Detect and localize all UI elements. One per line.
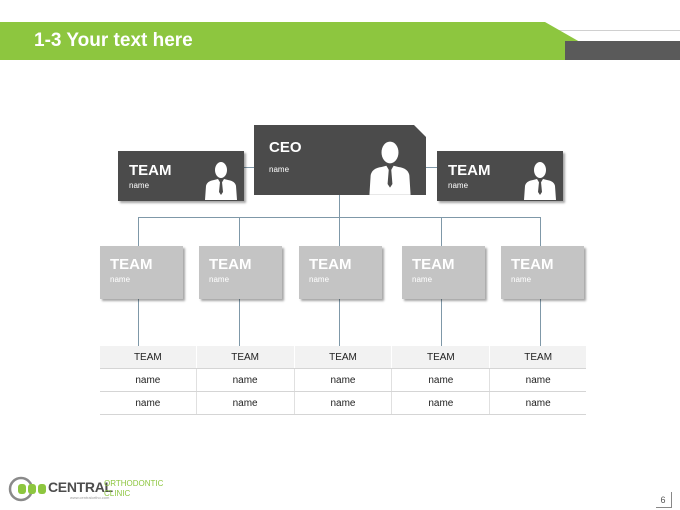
team-label: TEAM: [110, 256, 153, 273]
connector-team-2: [239, 217, 240, 246]
connector-table-4: [441, 299, 442, 346]
team-name: name: [209, 275, 230, 284]
team-box-5: TEAM name: [501, 246, 584, 299]
logo-url-text: www.centralortho.com: [70, 495, 110, 500]
table-cell: name: [489, 368, 586, 392]
team-label: TEAM: [129, 162, 172, 179]
team-name: name: [412, 275, 433, 284]
connector-table-2: [239, 299, 240, 346]
connector-team-1: [138, 217, 139, 246]
clinic-logo-icon: [8, 476, 46, 502]
table-header-row: TEAM TEAM TEAM TEAM TEAM: [100, 346, 586, 369]
page-title: 1-3 Your text here: [34, 30, 193, 51]
ceo-box: CEO name: [254, 125, 426, 195]
table-cell: name: [489, 391, 586, 415]
connector-table-5: [540, 299, 541, 346]
connector-team-bus: [138, 217, 541, 218]
team-name: name: [309, 275, 330, 284]
team-label: TEAM: [309, 256, 352, 273]
team-box-2: TEAM name: [199, 246, 282, 299]
table-cell: name: [100, 368, 197, 392]
team-name: name: [110, 275, 131, 284]
table-cell: name: [391, 368, 490, 392]
header-rule: [545, 30, 680, 31]
team-box-3: TEAM name: [299, 246, 382, 299]
ceo-label: CEO: [269, 139, 302, 156]
team-name: name: [448, 181, 469, 190]
team-name: name: [129, 181, 150, 190]
team-table: TEAM TEAM TEAM TEAM TEAM name name name …: [100, 346, 586, 415]
page-number-bracket: [671, 492, 672, 507]
page-number-bracket: [656, 507, 672, 508]
person-icon: [205, 162, 237, 200]
person-icon: [369, 141, 411, 195]
table-cell: name: [293, 391, 392, 415]
connector-team-5: [540, 217, 541, 246]
logo-clinic-text: CLINIC: [104, 489, 131, 498]
connector-ceo-left: [244, 167, 256, 168]
team-label: TEAM: [412, 256, 455, 273]
header-bar: [0, 22, 580, 60]
table-cell: name: [391, 391, 490, 415]
header-accent-bar: [565, 41, 680, 60]
connector-ceo-down: [339, 194, 340, 246]
logo-central-text: CENTRAL: [48, 479, 113, 495]
team-name: name: [511, 275, 532, 284]
team-box-4: TEAM name: [402, 246, 485, 299]
table-header-cell: TEAM: [195, 346, 295, 369]
table-cell: name: [195, 368, 295, 392]
connector-team-4: [441, 217, 442, 246]
table-header-cell: TEAM: [293, 346, 392, 369]
table-header-cell: TEAM: [391, 346, 490, 369]
table-header-cell: TEAM: [489, 346, 586, 369]
table-cell: name: [293, 368, 392, 392]
table-cell: name: [195, 391, 295, 415]
ceo-name: name: [269, 165, 290, 174]
page-number: 6: [660, 495, 666, 505]
team-box-top-left: TEAM name: [118, 151, 244, 201]
person-icon: [524, 162, 556, 200]
connector-table-3: [339, 299, 340, 346]
team-box-1: TEAM name: [100, 246, 183, 299]
team-label: TEAM: [209, 256, 252, 273]
connector-table-1: [138, 299, 139, 346]
team-box-top-right: TEAM name: [437, 151, 563, 201]
logo-orthodontic-text: ORTHODONTIC: [104, 479, 164, 488]
table-row: name name name name name: [100, 368, 586, 392]
team-label: TEAM: [448, 162, 491, 179]
table-row: name name name name name: [100, 391, 586, 415]
table-header-cell: TEAM: [100, 346, 197, 369]
connector-ceo-right: [424, 167, 437, 168]
table-cell: name: [100, 391, 197, 415]
team-label: TEAM: [511, 256, 554, 273]
